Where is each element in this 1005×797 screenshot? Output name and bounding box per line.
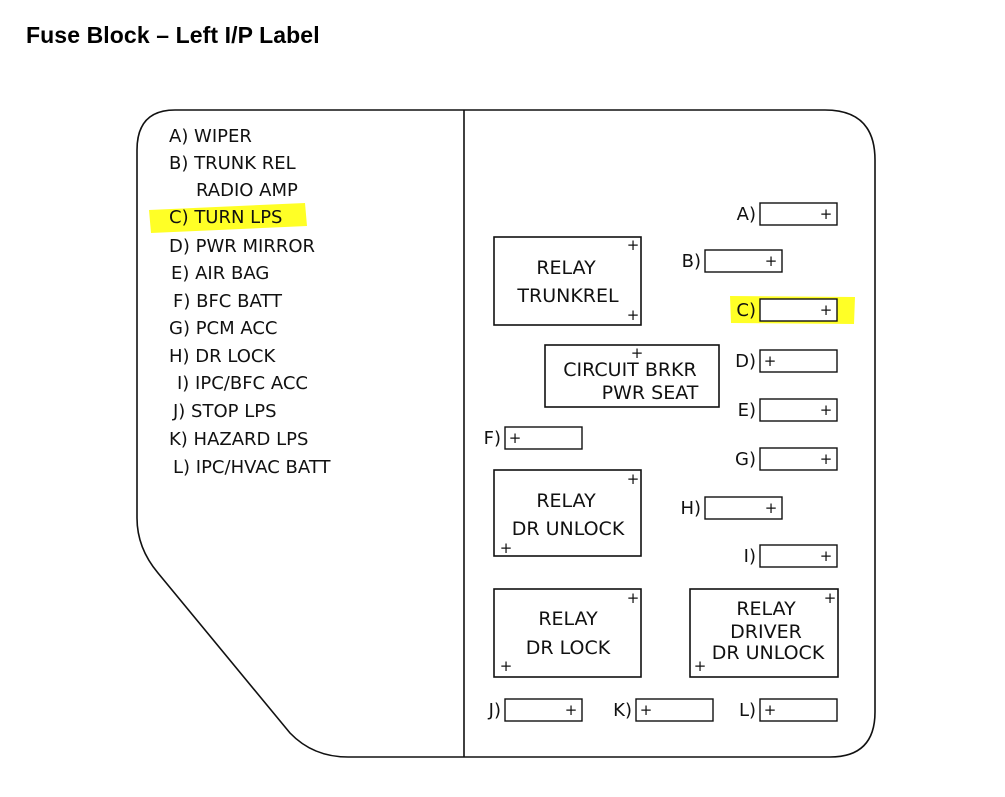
fuse-slot-label: A) [737,204,756,225]
relay-plus-terminal: + [627,470,640,488]
relay-label: PWR SEAT [602,382,699,404]
page-title: Fuse Block – Left I/P Label [26,22,320,48]
legend-item-l: L) IPC/HVAC BATT [173,457,331,478]
fuse-slot [759,447,838,471]
fuse-slot [504,698,583,722]
fuse-slot-label: K) [613,700,632,721]
relay-plus-terminal: + [627,306,640,324]
legend-item-b: RADIO AMP [196,180,298,201]
fuse-slot-label: J) [488,700,501,721]
fuse-slot-label: G) [735,449,756,470]
fuse-block-outline [136,109,876,758]
legend-item-e: E) AIR BAG [171,263,269,284]
relay-plus-terminal: + [500,539,513,557]
fuse-plus-terminal: + [820,401,833,419]
fuse-slot-label: C) [736,300,756,321]
relay-plus-terminal: + [500,657,513,675]
fuse-slot [759,698,838,722]
fuse-plus-terminal: + [765,252,778,270]
relay-label: RELAY [536,490,596,512]
fuse-slot [759,349,838,373]
fuse-slot [635,698,714,722]
legend-item-d: D) PWR MIRROR [169,236,315,257]
fuse-slot-label: D) [735,351,756,372]
relay-label: RELAY [736,598,796,620]
legend-item-b: B) TRUNK REL [169,153,296,174]
legend-highlight [149,203,307,233]
fuse-slot [759,398,838,422]
fuse-plus-terminal: + [640,701,653,719]
legend-item-f: F) BFC BATT [173,291,283,312]
fuse-slot-label: L) [739,700,756,721]
fuse-plus-terminal: + [820,547,833,565]
relay-dr-unlock [493,469,642,557]
legend-item-j: J) STOP LPS [172,401,277,422]
fuse-slot-label: F) [484,428,501,449]
fuse-plus-terminal: + [820,205,833,223]
legend-item-a: A) WIPER [169,126,252,147]
legend-item-h: H) DR LOCK [169,346,276,367]
fuse-slot-label: I) [744,546,756,567]
legend: A) WIPER B) TRUNK REL RADIO AMP C) TURN LPS… [169,126,331,478]
fuse-slot [759,202,838,226]
relay-label: RELAY [538,608,598,630]
fuse-plus-terminal: + [820,450,833,468]
relay-label: TRUNKREL [516,285,619,307]
relay-label: DR UNLOCK [712,642,825,664]
fuse-slot [759,298,838,322]
relay-label: DR LOCK [526,637,611,659]
relay-driver-dr-unlock [689,588,839,678]
fuse-plus-terminal: + [565,701,578,719]
relay-plus-terminal: + [824,589,837,607]
relay-label: DR UNLOCK [512,518,625,540]
fuse-slot-label: H) [680,498,701,519]
legend-item-i: I) IPC/BFC ACC [177,373,308,394]
fuse-slot [704,496,783,520]
relay-plus-terminal: + [627,236,640,254]
fuse-slots: A) + B) + C) + D) + E) + F) + G) + H) + I) + J) + K) + L) + [484,202,838,722]
relay-circuit-brkr [544,344,720,408]
fuse-slot [704,249,783,273]
relay-label: DRIVER [730,621,802,643]
relay-dr-lock [493,588,642,678]
relay-plus-terminal: + [694,657,707,675]
legend-item-k: K) HAZARD LPS [169,429,308,450]
relay-trunk-rel [493,236,642,326]
fuse-plus-terminal: + [764,701,777,719]
fuse-slot-label: E) [738,400,756,421]
fuse-plus-terminal: + [764,352,777,370]
fuse-slot [759,544,838,568]
relay-label: RELAY [536,257,596,279]
fuse-slot [504,426,583,450]
fuse-slot-label: B) [682,251,701,272]
legend-item-g: G) PCM ACC [169,318,278,339]
relay-plus-terminal: + [627,589,640,607]
fuse-plus-terminal: + [820,301,833,319]
relay-label: CIRCUIT BRKR [563,359,696,381]
fuse-plus-terminal: + [509,429,522,447]
legend-item-c: C) TURN LPS [169,207,282,228]
fuse-plus-terminal: + [765,499,778,517]
relay-plus-terminal: + [631,344,644,362]
